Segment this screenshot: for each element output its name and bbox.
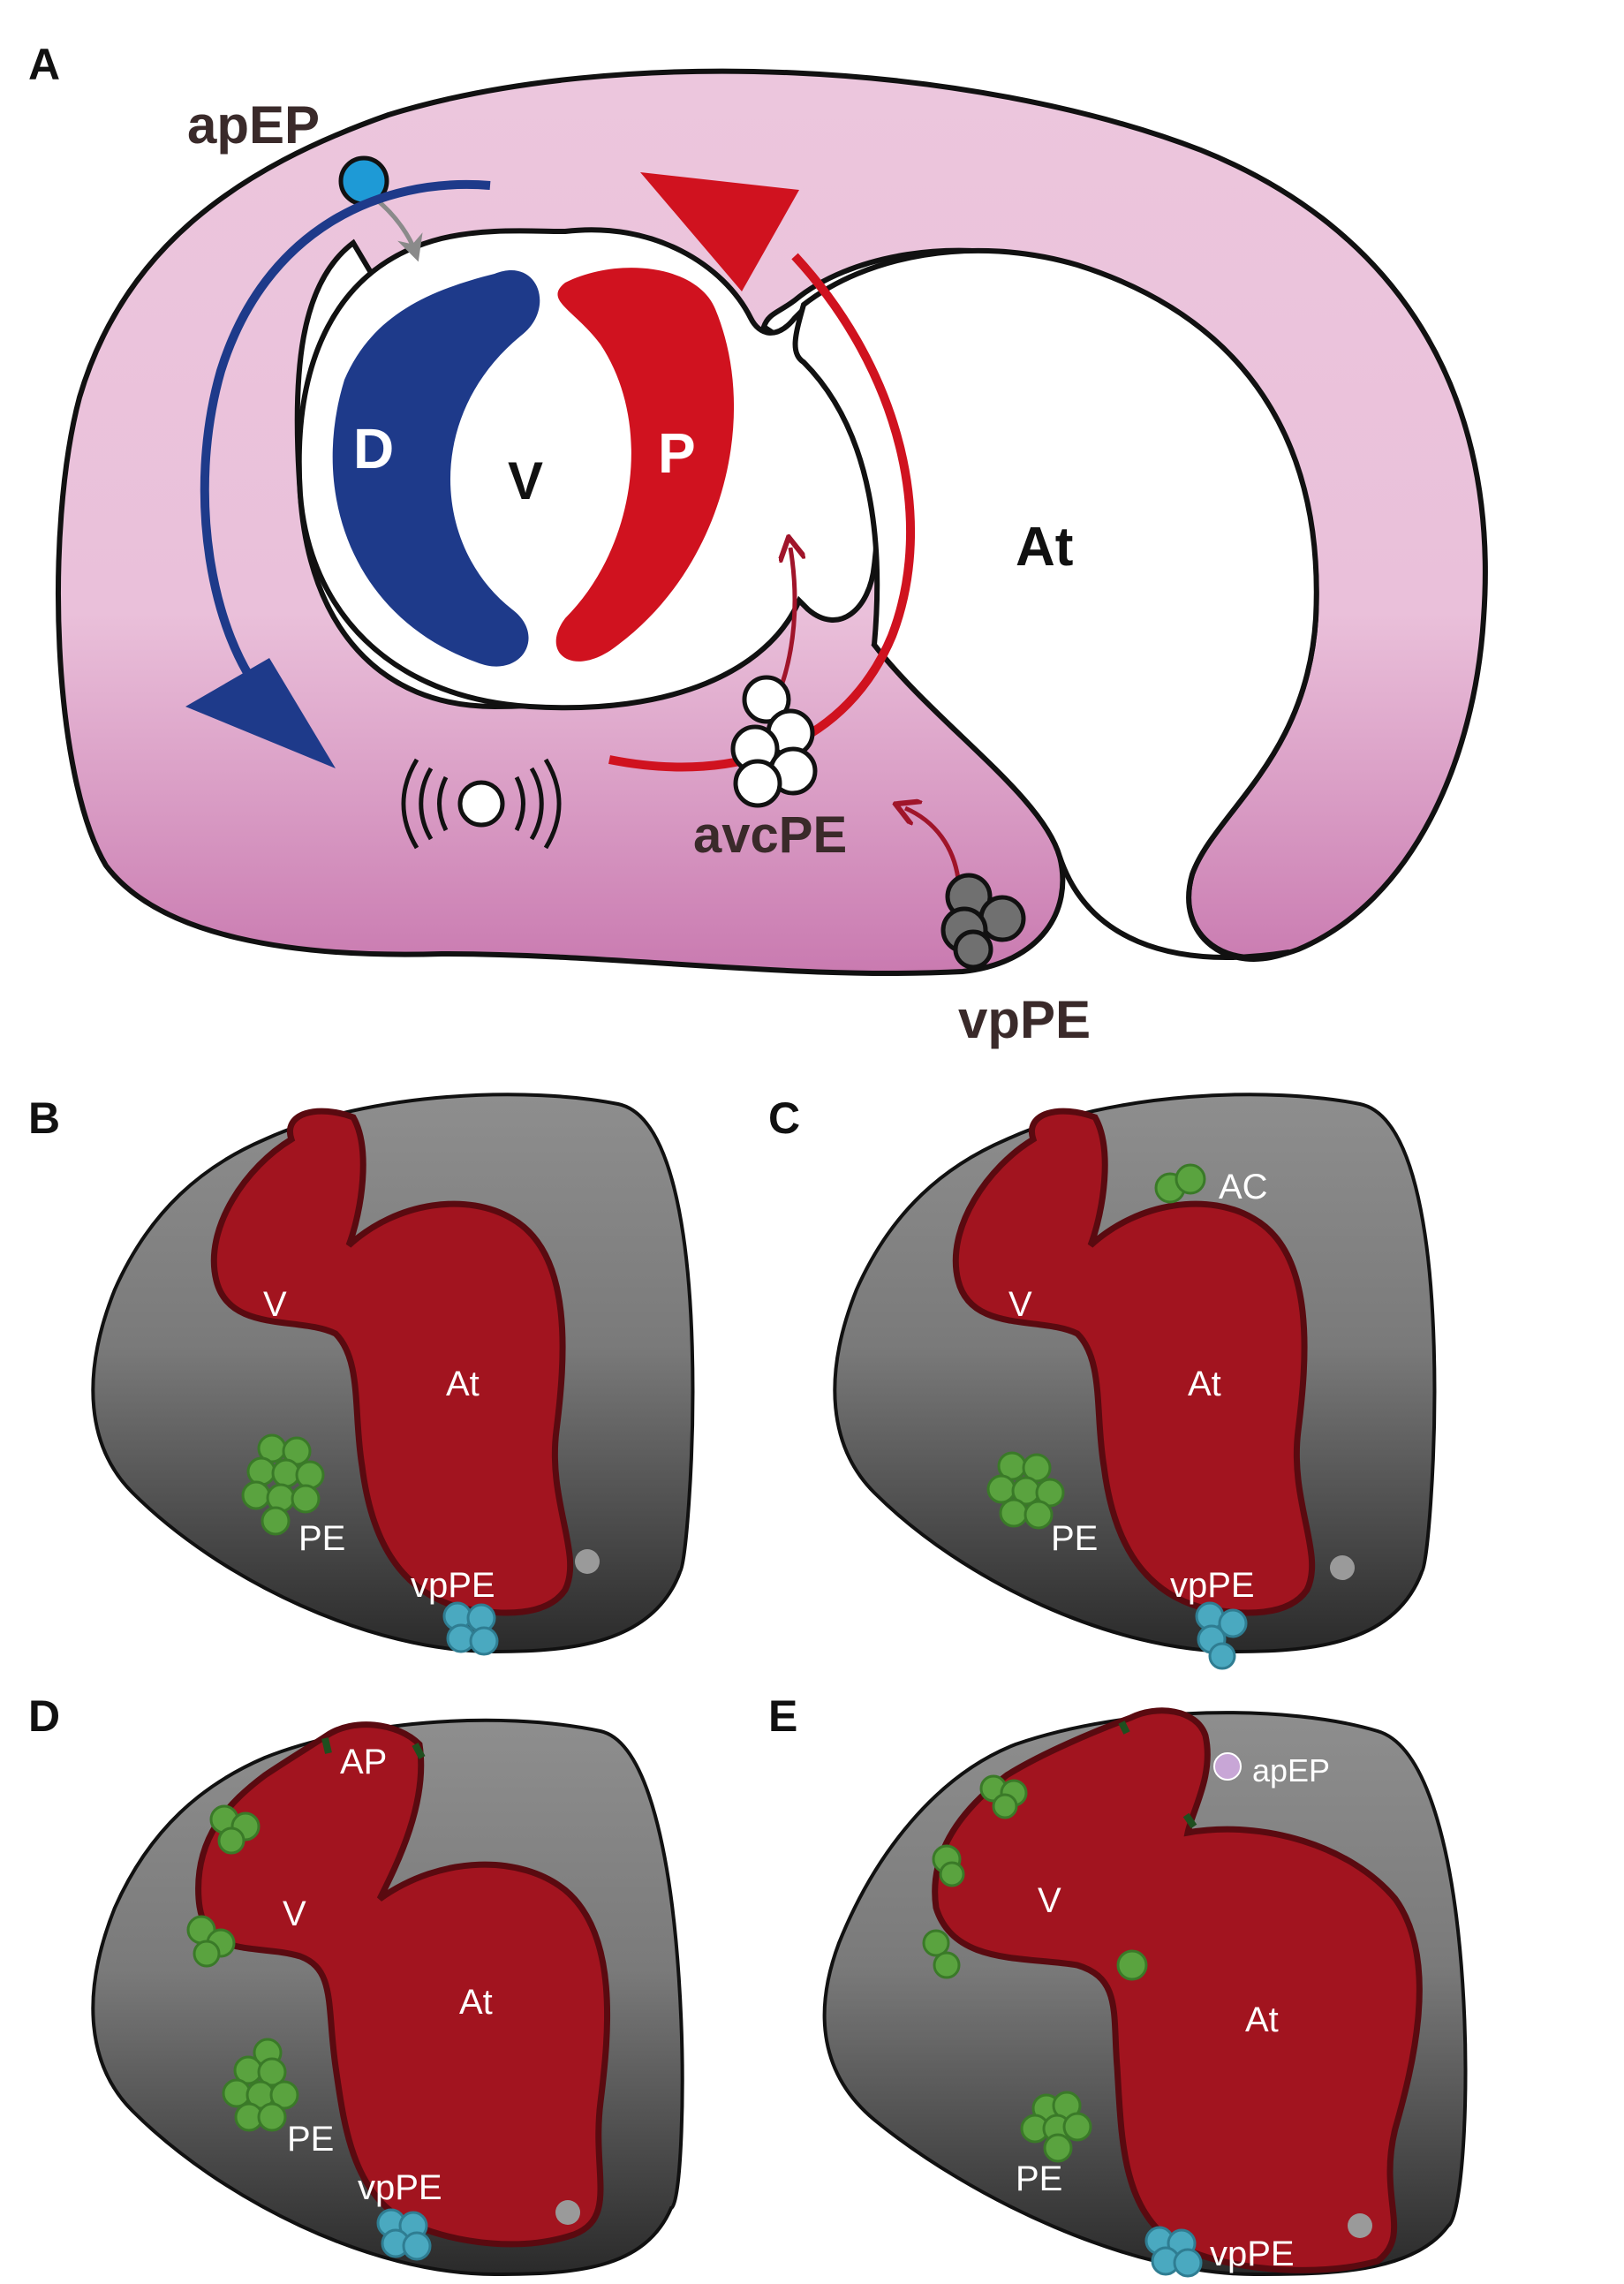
label-At-c: At	[1188, 1365, 1221, 1403]
ap-mark-right	[412, 1743, 426, 1759]
label-apEP-a: apEP	[187, 95, 320, 155]
vpPE-cells-c	[1195, 1601, 1248, 1670]
label-V-d: V	[283, 1895, 306, 1933]
label-vpPE-a: vpPE	[958, 990, 1091, 1049]
label-PE-d: PE	[287, 2120, 334, 2159]
heart-b	[210, 1108, 574, 1616]
label-V-e: V	[1038, 1881, 1061, 1920]
label-vpPE-c: vpPE	[1170, 1566, 1255, 1605]
label-V-a: V	[508, 451, 543, 510]
label-apEP-e: apEP	[1252, 1752, 1330, 1789]
panel-d: D AP V At PE vpPE	[28, 1691, 684, 2277]
label-PE-e: PE	[1016, 2159, 1062, 2198]
label-vpPE-b: vpPE	[411, 1566, 495, 1605]
heart-e	[932, 1707, 1423, 2273]
apEP-arrow	[374, 197, 423, 262]
panel-c: C AC V At PE vpPE	[768, 1093, 1437, 1670]
apEP-cell-e	[1213, 1752, 1242, 1781]
gray-cell-e	[1348, 2213, 1372, 2238]
label-vpPE-d: vpPE	[358, 2168, 442, 2207]
label-V-c: V	[1008, 1285, 1032, 1324]
label-V-b: V	[263, 1285, 287, 1324]
pe-cells-c	[986, 1451, 1065, 1530]
label-At-a: At	[1016, 517, 1073, 578]
panel-b-letter: B	[28, 1093, 60, 1143]
signal-symbol	[401, 758, 562, 850]
avcPE-cells	[730, 675, 818, 808]
label-PE-b: PE	[298, 1519, 345, 1558]
heart-d	[195, 1721, 611, 2248]
pe-cells-b	[241, 1433, 325, 1536]
epicardial-cells-d	[186, 1804, 261, 1968]
label-AP: AP	[340, 1743, 387, 1781]
label-vpPE-e: vpPE	[1210, 2235, 1295, 2273]
proximal-crescent	[555, 268, 735, 662]
vp-arrow	[905, 808, 961, 880]
panel-a-letter: A	[28, 40, 60, 89]
gray-cell-c	[1330, 1555, 1355, 1580]
signal-cell	[457, 780, 505, 828]
pe-cells-d	[222, 2038, 299, 2132]
panel-e-letter: E	[768, 1691, 797, 1741]
label-At-e: At	[1245, 2000, 1279, 2039]
atrium-cavity	[792, 247, 1319, 962]
red-arrow-head	[640, 172, 799, 291]
vpPE-cells-e	[1144, 2226, 1203, 2278]
label-PE-c: PE	[1051, 1519, 1098, 1558]
vpPE-cells-a	[940, 873, 1026, 970]
red-arrow-path	[608, 253, 915, 772]
panel-c-letter: C	[768, 1093, 800, 1143]
vpPE-cells-d	[376, 2208, 432, 2261]
e-mark-mid	[1182, 1812, 1197, 1829]
ac-cells	[1154, 1163, 1206, 1204]
panel-e: E apEP V At PE vpPE	[768, 1691, 1468, 2278]
epicardial-cells-e	[922, 1774, 1148, 1981]
panel-b: B V At PE vpPE	[28, 1093, 695, 1656]
label-At-b: At	[446, 1365, 480, 1403]
vpPE-cells-b	[442, 1601, 499, 1656]
heart-c	[952, 1108, 1316, 1616]
label-At-d: At	[459, 1983, 493, 2022]
panel-a: A D V P At apEP	[28, 40, 1488, 1049]
label-AC: AC	[1219, 1168, 1268, 1206]
ap-mark-left	[321, 1737, 332, 1754]
label-avcPE: avcPE	[693, 806, 847, 864]
label-D: D	[353, 417, 394, 480]
dorsal-crescent	[332, 270, 540, 667]
gray-cell-d	[555, 2200, 580, 2225]
e-mark-top-left	[1118, 1721, 1130, 1735]
label-P: P	[658, 421, 696, 485]
blue-arrow-path	[200, 180, 491, 701]
pe-cells-e	[1020, 2091, 1092, 2163]
blue-arrow-head	[185, 658, 336, 768]
gray-cell-b	[575, 1549, 600, 1574]
panel-d-letter: D	[28, 1691, 60, 1741]
